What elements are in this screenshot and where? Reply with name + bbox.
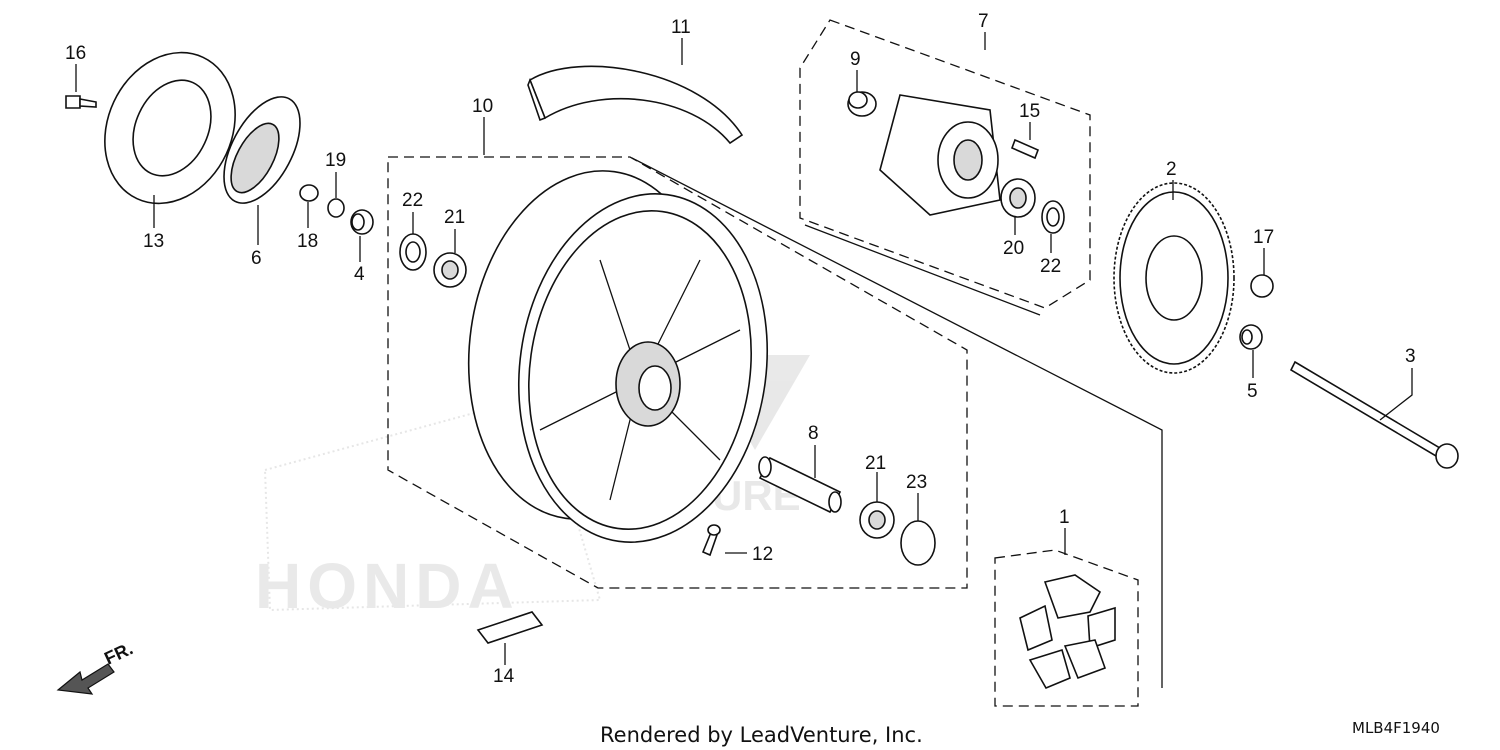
- hub-part-7[interactable]: [879, 94, 1001, 216]
- callout-3: 3: [1405, 346, 1416, 367]
- bearing-part-21-right[interactable]: [859, 501, 895, 539]
- callout-16: 16: [65, 43, 86, 64]
- callout-13: 13: [143, 231, 164, 252]
- wheel-part-10[interactable]: [447, 155, 789, 558]
- tire-part-11[interactable]: [527, 65, 744, 145]
- callouts: 1 2 3 4 5 6 7 8 9 10 11 12 13 14 15 16 1…: [65, 11, 1416, 687]
- callout-4: 4: [354, 264, 365, 285]
- callout-5: 5: [1247, 381, 1258, 402]
- callout-1: 1: [1059, 507, 1070, 528]
- damper-rubbers-part-1[interactable]: [1019, 574, 1116, 690]
- nut-part-17[interactable]: [1250, 274, 1274, 298]
- callout-8: 8: [808, 423, 819, 444]
- callout-19: 19: [325, 150, 346, 171]
- front-label: FR.: [101, 638, 136, 668]
- bearing-part-21-left[interactable]: [433, 252, 467, 288]
- valve-part-12[interactable]: [701, 524, 721, 557]
- callout-10: 10: [472, 96, 493, 117]
- callout-2: 2: [1166, 159, 1177, 180]
- collar-part-5[interactable]: [1239, 324, 1263, 350]
- callout-18: 18: [297, 231, 318, 252]
- callout-20: 20: [1003, 238, 1024, 259]
- callout-23: 23: [906, 472, 927, 493]
- callout-22-left: 22: [402, 190, 423, 211]
- wheel-assembly-box: [387, 156, 968, 589]
- damper-assembly-box: [994, 549, 1139, 707]
- balance-weight-part-14[interactable]: [476, 611, 544, 644]
- wheel-hub-link-line: [631, 157, 1163, 688]
- distance-collar-part-8[interactable]: [758, 456, 842, 514]
- callout-12: 12: [752, 544, 773, 565]
- stud-part-15[interactable]: [1010, 138, 1040, 160]
- callout-9: 9: [850, 49, 861, 70]
- front-direction-indicator: FR.: [56, 638, 136, 695]
- honda-watermark: HONDA: [255, 393, 602, 622]
- watermark-brand: HONDA: [255, 550, 520, 622]
- brake-disc-part-13[interactable]: [81, 31, 259, 225]
- callout-22-right: 22: [1040, 256, 1061, 277]
- axle-part-3[interactable]: [1289, 360, 1459, 469]
- seal-part-22-right[interactable]: [1041, 200, 1065, 234]
- collar-part-4[interactable]: [350, 209, 374, 235]
- front-arrow-icon: [56, 663, 115, 695]
- hub-assembly-box: [799, 19, 1091, 309]
- seal-part-22-left[interactable]: [399, 233, 427, 271]
- callout-14: 14: [493, 666, 515, 687]
- callout-7: 7: [978, 11, 989, 32]
- damper-cap-part-9[interactable]: [847, 91, 877, 117]
- sprocket-part-2[interactable]: [1113, 182, 1235, 374]
- bolt-part-16[interactable]: [65, 95, 97, 109]
- hub-box-link-line: [804, 224, 1041, 316]
- bearing-part-20[interactable]: [1000, 178, 1036, 218]
- callout-17: 17: [1253, 227, 1274, 248]
- callout-21-right: 21: [865, 453, 886, 474]
- leader-lines: [75, 32, 1413, 665]
- callout-6: 6: [251, 248, 262, 269]
- callout-15: 15: [1019, 101, 1040, 122]
- footer-credit: Rendered by LeadVenture, Inc.: [600, 723, 923, 747]
- callout-21-left: 21: [444, 207, 465, 228]
- callout-11: 11: [671, 17, 691, 38]
- seal-plate-part-6[interactable]: [208, 85, 315, 216]
- nut-part-18[interactable]: [299, 184, 319, 202]
- diagram-code: MLB4F1940: [1352, 719, 1440, 737]
- o-ring-part-23[interactable]: [900, 520, 936, 566]
- washer-part-19[interactable]: [327, 198, 345, 218]
